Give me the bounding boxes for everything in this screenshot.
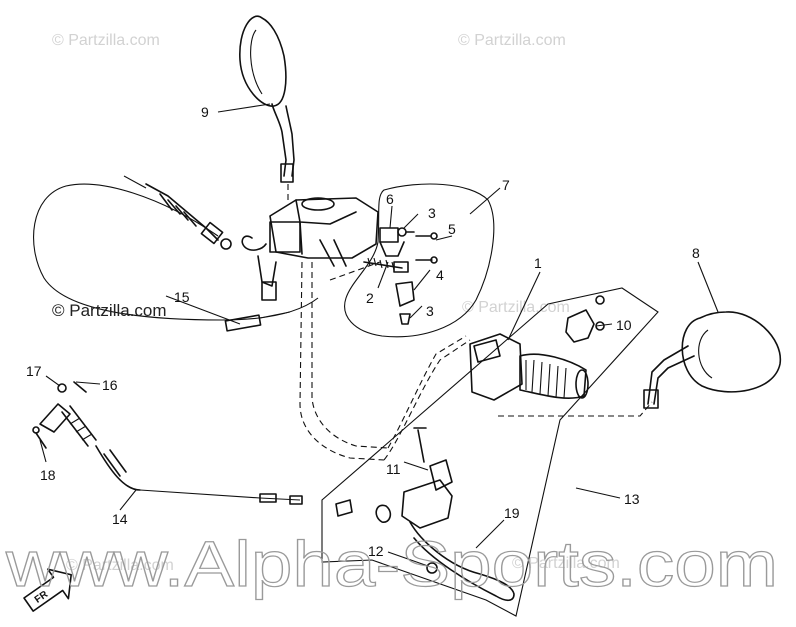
callout-1: 1	[534, 255, 542, 271]
lever-bracket-11	[413, 427, 453, 491]
bracket-4	[395, 281, 415, 307]
watermark-partzilla-middle: © Partzilla.com	[462, 299, 570, 316]
right-switch-assembly	[469, 333, 589, 401]
callout-13: 13	[624, 491, 640, 507]
callout-19: 19	[504, 505, 520, 521]
lower-left-cable-end	[224, 311, 291, 332]
callout-17: 17	[26, 363, 42, 379]
nut-17	[57, 383, 67, 393]
right-mirror	[643, 311, 781, 409]
callout-9: 9	[201, 104, 209, 120]
bolt-18	[32, 426, 47, 449]
watermark-partzilla-bottom-right: © Partzilla.com	[512, 555, 620, 572]
callout-3-top: 3	[428, 205, 436, 221]
screws-3-top	[397, 227, 415, 237]
small-parts-6	[379, 227, 405, 257]
front-arrow-badge: FR	[23, 568, 72, 612]
callout-5: 5	[448, 221, 456, 237]
callout-14: 14	[112, 511, 128, 527]
watermark-partzilla-top-right: © Partzilla.com	[458, 32, 566, 49]
clamp-10	[565, 295, 605, 343]
watermark-partzilla-dark: © Partzilla.com	[52, 301, 167, 320]
callout-18: 18	[40, 467, 56, 483]
callout-16: 16	[102, 377, 118, 393]
left-switch-housing	[241, 197, 379, 301]
callout-8: 8	[692, 245, 700, 261]
callout-4: 4	[436, 267, 444, 283]
callout-3-bottom: 3	[426, 303, 434, 319]
callout-7: 7	[502, 177, 510, 193]
callout-2: 2	[366, 290, 374, 306]
callout-6: 6	[386, 191, 394, 207]
callout-12: 12	[368, 543, 384, 559]
handlebar	[299, 261, 389, 461]
callout-10: 10	[616, 317, 632, 333]
lever-group-outline	[321, 287, 659, 617]
callout-11: 11	[386, 461, 401, 477]
callout-15: 15	[174, 289, 190, 305]
clip-16	[73, 381, 87, 393]
watermark-alpha-sports: www.Alpha-Sports.com	[5, 528, 778, 600]
leader-lines	[39, 103, 719, 567]
left-mirror	[239, 15, 295, 202]
left-cable-loop	[33, 183, 319, 321]
lever-housing	[335, 479, 515, 602]
watermark-partzilla-top-left: © Partzilla.com	[52, 32, 160, 49]
small-parts-5	[415, 232, 438, 264]
cable-14	[39, 403, 303, 505]
spring-2	[363, 257, 409, 273]
watermark-partzilla-bottom-left: © Partzilla.com	[66, 557, 174, 574]
screw-3-bottom	[399, 313, 411, 325]
left-cable-end	[145, 183, 232, 250]
